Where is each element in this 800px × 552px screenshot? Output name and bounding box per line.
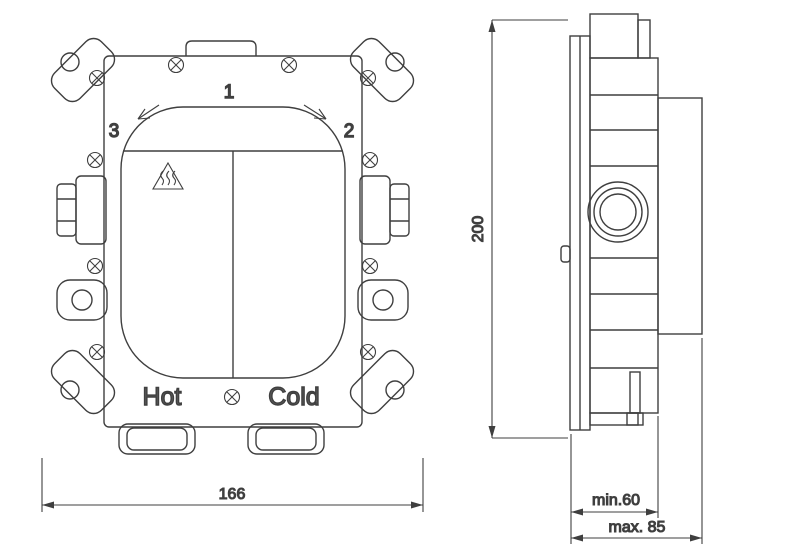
side-top-ear <box>589 13 639 59</box>
dimensions: 200 166 min.60 <box>41 19 703 544</box>
mounting-plate <box>103 55 363 428</box>
left-inlet-port <box>56 175 107 245</box>
front-view: 1 3 2 Hot Cold <box>50 37 415 455</box>
cold-label: Cold <box>268 383 319 411</box>
side-bottom-bolt-shaft <box>629 371 641 414</box>
port-2-arrow <box>303 104 327 120</box>
port-1-label: 1 <box>224 82 235 103</box>
hot-connector <box>118 423 196 455</box>
side-bottom-bolt-nut <box>626 412 644 426</box>
hot-label: Hot <box>143 383 182 411</box>
dimension-height-label: 200 <box>470 216 487 243</box>
phillips-screw-icon <box>88 343 106 361</box>
phillips-screw-icon <box>86 257 104 275</box>
side-view <box>560 13 703 431</box>
phillips-screw-icon <box>167 56 185 74</box>
mounting-holes <box>60 52 405 400</box>
side-bottom-ear <box>589 412 639 426</box>
side-port-circles <box>587 181 649 243</box>
side-rear-box <box>657 97 703 335</box>
side-left-bump <box>560 245 571 263</box>
dimension-width-label: 166 <box>219 486 246 503</box>
dimension-height: 200 <box>469 19 568 439</box>
right-inlet-port <box>359 175 410 245</box>
phillips-screw-icon <box>361 257 379 275</box>
top-tab <box>185 40 257 56</box>
port-2-label: 2 <box>344 121 355 142</box>
phillips-screw-icon <box>361 151 379 169</box>
phillips-screw-icon <box>280 56 298 74</box>
port-3-label: 3 <box>109 121 120 142</box>
side-body-lines <box>590 94 658 369</box>
side-top-bolt <box>637 19 651 59</box>
dimension-depth-max-label: max. 85 <box>609 519 666 536</box>
dimension-depth-max: max. 85 <box>571 338 703 544</box>
phillips-screw-icon <box>88 69 106 87</box>
hot-surface-warning-icon <box>152 161 184 190</box>
phillips-screw-icon <box>223 388 241 406</box>
mounting-ears <box>50 37 415 415</box>
valve-cover-plate <box>120 106 346 379</box>
cold-connector <box>247 423 325 455</box>
port-3-arrow <box>137 104 160 120</box>
phillips-screw-icon <box>86 151 104 169</box>
dimension-width: 166 <box>41 458 424 512</box>
phillips-screw-icon <box>359 343 377 361</box>
dimension-depth-min: min.60 <box>570 416 659 544</box>
phillips-screw-icon <box>359 69 377 87</box>
dimension-depth-min-label: min.60 <box>592 492 640 509</box>
